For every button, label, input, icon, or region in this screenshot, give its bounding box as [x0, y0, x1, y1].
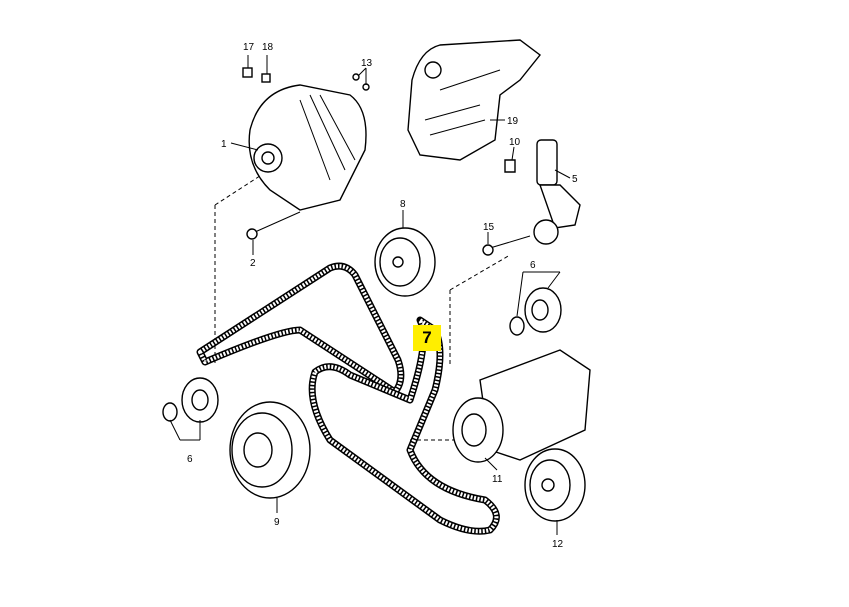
- bushing-18: [261, 73, 271, 83]
- tensioner: [533, 139, 581, 245]
- alternator: [248, 84, 367, 211]
- label-6-bottom: 6: [187, 454, 193, 465]
- nut-17: [242, 67, 253, 78]
- label-9: 9: [274, 517, 280, 528]
- washer-13a: [352, 73, 360, 81]
- leader-lines: [169, 55, 571, 535]
- label-15: 15: [483, 222, 495, 233]
- crankshaft-pulley: [229, 401, 311, 499]
- label-18: 18: [262, 42, 274, 53]
- label-1: 1: [221, 139, 227, 150]
- assembly-line: [449, 254, 511, 291]
- bolt-2: [254, 211, 301, 233]
- bracket: [407, 39, 541, 161]
- label-10: 10: [509, 137, 521, 148]
- label-12: 12: [552, 539, 564, 550]
- pulley-12: [524, 448, 586, 522]
- poly-v-belt-inner: [308, 316, 500, 535]
- idler-pulley-bottom: [162, 377, 219, 423]
- idler-pulley-top: [509, 287, 562, 336]
- label-13: 13: [361, 58, 373, 69]
- poly-v-belt-outer: [196, 262, 405, 396]
- label-17: 17: [243, 42, 255, 53]
- bolt-15-head: [482, 244, 494, 256]
- bolt-10: [504, 159, 516, 173]
- label-8: 8: [400, 199, 406, 210]
- ac-compressor: [452, 349, 591, 463]
- label-5: 5: [572, 174, 578, 185]
- label-6-top: 6: [530, 260, 536, 271]
- label-19: 19: [507, 116, 519, 127]
- label-2: 2: [250, 258, 256, 269]
- bolt-2-head: [246, 228, 258, 240]
- label-11: 11: [492, 474, 503, 485]
- pulley-8: [374, 227, 436, 297]
- bolt-15: [489, 235, 531, 249]
- highlighted-part-label-7: 7: [413, 325, 441, 351]
